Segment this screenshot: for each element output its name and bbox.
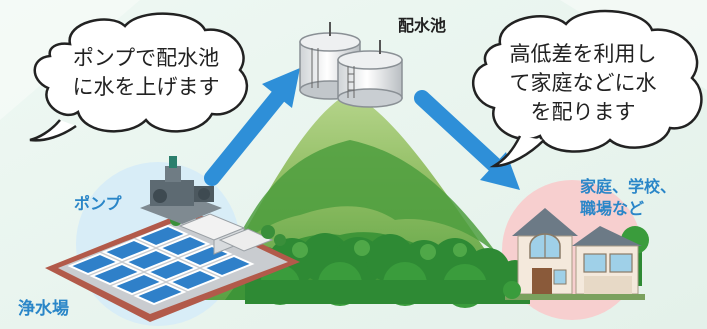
- destinations-line-1: 家庭、学校、: [580, 177, 677, 196]
- left-bubble-line-2: に水を上げます: [72, 75, 220, 99]
- right-bubble-line-3: を配ります: [530, 100, 636, 124]
- destinations-label: 家庭、学校、 職場など: [580, 176, 676, 220]
- pump-machine: [140, 156, 222, 224]
- arrow-up-to-reservoir: [204, 68, 300, 186]
- speech-bubble-right: [471, 9, 703, 168]
- reservoir-tanks: [299, 22, 403, 108]
- purification-plant: [45, 210, 300, 322]
- house: [503, 208, 649, 300]
- destinations-line-2: 職場など: [580, 199, 645, 218]
- tree-highlights: [292, 240, 467, 260]
- right-bubble-text: 高低差を利用し て家庭などに水 を配ります: [478, 40, 688, 127]
- right-bubble-line-1: 高低差を利用し: [509, 42, 657, 66]
- right-bubble-line-2: て家庭などに水: [509, 71, 657, 95]
- arrow-down-to-house: [414, 90, 520, 190]
- pump-label: ポンプ: [74, 194, 122, 213]
- speech-bubble-left: [29, 12, 249, 142]
- reservoir-label: 配水池: [398, 16, 447, 35]
- left-bubble-line-1: ポンプで配水池: [72, 46, 220, 70]
- left-bubble-text: ポンプで配水池 に水を上げます: [48, 44, 244, 102]
- purification-plant-label: 浄水場: [18, 299, 69, 319]
